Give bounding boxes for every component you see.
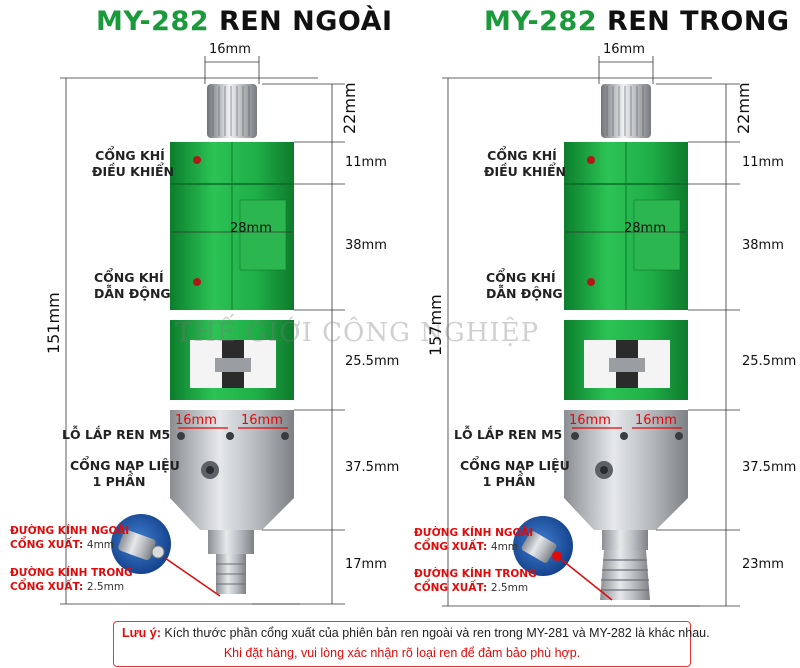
right-dim-total: 157mm <box>426 294 445 356</box>
left-label-feed-2: 1 PHẦN <box>92 474 146 489</box>
watermark: THẾ GIỚI CÔNG NGHIỆP <box>175 318 540 348</box>
right-dim-hole-right: 16mm <box>635 413 677 428</box>
right-label-drive-air: CỔNG KHÍ DẪN ĐỘNG <box>486 270 563 302</box>
right-label-control-air-1: CỔNG KHÍ <box>487 148 557 163</box>
right-control-port <box>587 156 595 164</box>
right-dim-sec1: 11mm <box>742 155 784 170</box>
right-outlet-tip <box>600 550 650 600</box>
note-text-1: Kích thước phần cổng xuất của phiên bản … <box>164 626 710 640</box>
left-title: MY-282 REN NGOÀI <box>96 6 393 37</box>
left-label-control-air-2: ĐIỀU KHIỂN <box>92 164 174 179</box>
right-metal-body <box>564 410 688 530</box>
left-outlet-inner: ĐƯỜNG KÍNH TRONG CỔNG XUẤT: 2.5mm <box>10 566 133 594</box>
right-dim-window: 25.5mm <box>742 354 797 369</box>
note-line-1: Lưu ý: Kích thước phần cổng xuất của phi… <box>122 626 710 640</box>
left-title-type: REN NGOÀI <box>218 6 393 37</box>
left-outlet-outer-label: ĐƯỜNG KÍNH NGOÀI <box>10 525 130 537</box>
left-outlet-outer-value: 4mm <box>86 539 115 551</box>
right-dim-sec2: 38mm <box>742 238 784 253</box>
right-label-mount-hole: LỖ LẮP REN M5 <box>454 427 563 442</box>
right-label-control-air: CỔNG KHÍ ĐIỀU KHIỂN <box>484 148 566 180</box>
right-outlet-inner-label: ĐƯỜNG KÍNH TRONG <box>414 568 537 580</box>
note-box: Lưu ý: Kích thước phần cổng xuất của phi… <box>113 621 710 667</box>
left-dim-hole-left: 16mm <box>175 413 217 428</box>
right-dim-body-width: 28mm <box>624 221 666 236</box>
right-dim-top-width: 16mm <box>603 42 645 57</box>
left-dim-hole-right: 16mm <box>241 413 283 428</box>
left-dim-sec2: 38mm <box>345 238 387 253</box>
right-label-feed: CỔNG NẠP LIỆU 1 PHẦN <box>460 458 570 490</box>
left-label-control-air: CỔNG KHÍ ĐIỀU KHIỂN <box>92 148 174 180</box>
right-outlet-inner: ĐƯỜNG KÍNH TRONG CỔNG XUẤT: 2.5mm <box>414 567 537 595</box>
right-title: MY-282 REN TRONG <box>484 6 790 37</box>
left-dim-tip: 17mm <box>345 557 387 572</box>
left-valve <box>111 84 294 597</box>
left-dim-knob: 22mm <box>340 82 359 134</box>
left-metal-body <box>170 410 294 530</box>
right-outlet-outer-label: ĐƯỜNG KÍNH NGOÀI <box>414 527 534 539</box>
left-drive-port <box>193 278 201 286</box>
left-label-drive-air-1: CỔNG KHÍ <box>94 270 164 285</box>
left-dim-body-width: 28mm <box>230 221 272 236</box>
right-label-drive-air-2: DẪN ĐỘNG <box>486 286 563 301</box>
right-outlet-outer-value: 4mm <box>490 541 519 553</box>
left-label-drive-air-2: DẪN ĐỘNG <box>94 286 171 301</box>
right-outlet-outer: ĐƯỜNG KÍNH NGOÀI CỔNG XUẤT: 4mm <box>414 526 533 554</box>
right-outlet-inner-prefix: CỔNG XUẤT: <box>414 582 488 594</box>
left-dim-bottom: 37.5mm <box>345 460 400 475</box>
left-label-mount-hole: LỖ LẮP REN M5 <box>62 427 171 442</box>
right-outlet-inner-value: 2.5mm <box>490 582 529 594</box>
right-outlet-outer-prefix: CỔNG XUẤT: <box>414 541 488 553</box>
right-drive-port <box>587 278 595 286</box>
right-dim-bottom: 37.5mm <box>742 460 797 475</box>
left-outlet-outer: ĐƯỜNG KÍNH NGOÀI CỔNG XUẤT: 4mm <box>10 524 129 552</box>
right-dim-hole-left: 16mm <box>569 413 611 428</box>
right-title-model: MY-282 <box>484 6 598 37</box>
right-valve <box>513 84 688 601</box>
left-control-port <box>193 156 201 164</box>
left-outlet-inner-label: ĐƯỜNG KÍNH TRONG <box>10 567 133 579</box>
left-label-feed: CỔNG NẠP LIỆU 1 PHẦN <box>70 458 180 490</box>
left-title-model: MY-282 <box>96 6 210 37</box>
left-outlet-inner-value: 2.5mm <box>86 581 125 593</box>
left-outlet-inner-prefix: CỔNG XUẤT: <box>10 581 84 593</box>
left-label-control-air-1: CỔNG KHÍ <box>95 148 165 163</box>
right-title-type: REN TRONG <box>606 6 790 37</box>
right-dim-knob: 22mm <box>734 82 753 134</box>
left-dim-window: 25.5mm <box>345 354 400 369</box>
right-label-drive-air-1: CỔNG KHÍ <box>486 270 556 285</box>
left-label-feed-1: CỔNG NẠP LIỆU <box>70 458 180 473</box>
left-label-drive-air: CỔNG KHÍ DẪN ĐỘNG <box>94 270 171 302</box>
right-dim-tip: 23mm <box>742 557 784 572</box>
left-dim-top-width: 16mm <box>209 42 251 57</box>
left-dim-total: 151mm <box>44 292 63 354</box>
note-prefix: Lưu ý: <box>122 626 161 640</box>
right-label-feed-1: CỔNG NẠP LIỆU <box>460 458 570 473</box>
right-label-control-air-2: ĐIỀU KHIỂN <box>484 164 566 179</box>
right-label-feed-2: 1 PHẦN <box>482 474 536 489</box>
note-line-2: Khi đặt hàng, vui lòng xác nhận rõ loại … <box>223 646 581 660</box>
left-outlet-outer-prefix: CỔNG XUẤT: <box>10 539 84 551</box>
left-dim-sec1: 11mm <box>345 155 387 170</box>
